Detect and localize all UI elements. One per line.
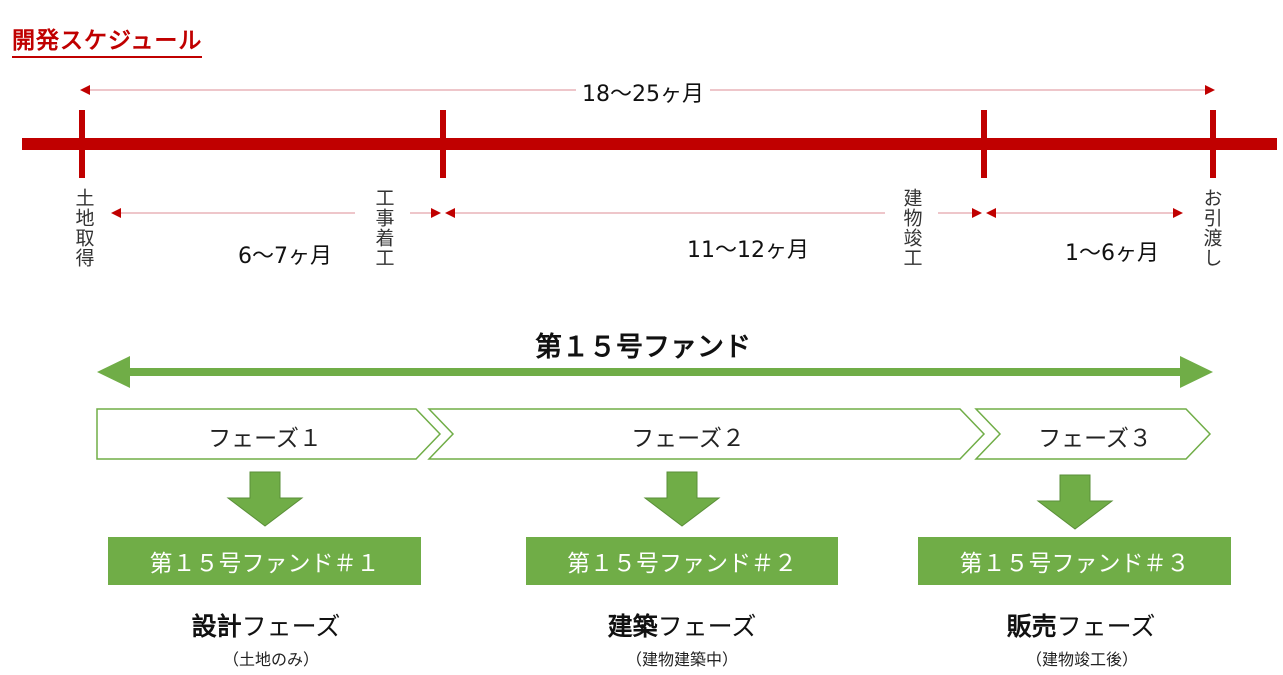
fund-title: 第１５号ファンド (535, 332, 751, 363)
fund-box-3: 第１５号ファンド＃３ (918, 537, 1231, 585)
fund-box-2: 第１５号ファンド＃２ (526, 537, 838, 585)
phase-name-bold: 建築 (607, 612, 658, 641)
timeline-bar (22, 138, 1277, 150)
phase-sub-sales: （建物竣工後） (1025, 650, 1139, 669)
phase-sub-construction: （建物建築中） (625, 650, 739, 669)
milestone-construction-start: 工事着工 (372, 188, 395, 268)
duration-label-3: 1〜6ヶ月 (1059, 235, 1165, 267)
milestone-handover: お引渡し (1200, 188, 1223, 268)
phase-name-design: 設計フェーズ (192, 607, 341, 643)
duration-label-2: 11〜12ヶ月 (681, 232, 815, 264)
milestone-ticks (79, 110, 1216, 178)
fund-box-1: 第１５号ファンド＃１ (108, 537, 421, 585)
page-title: 開発スケジュール (12, 26, 203, 58)
fund-span-arrow (97, 356, 1213, 388)
phase-2-label: フェーズ２ (631, 426, 745, 452)
phase-name-rest: フェーズ (241, 612, 341, 641)
milestone-building-completion: 建物竣工 (900, 188, 923, 268)
phase-1-label: フェーズ１ (208, 426, 322, 452)
phase-chevrons (96, 408, 1212, 460)
total-duration-label: 18〜25ヶ月 (576, 76, 710, 108)
phase-name-sales: 販売フェーズ (1007, 607, 1156, 643)
phase-name-bold: 販売 (1006, 612, 1057, 641)
milestone-land-acquisition: 土地取得 (72, 188, 95, 268)
phase-name-rest: フェーズ (1056, 612, 1156, 641)
phase-name-rest: フェーズ (657, 612, 757, 641)
phase-name-bold: 設計 (191, 612, 242, 641)
phase-name-construction: 建築フェーズ (608, 607, 757, 643)
duration-label-1: 6〜7ヶ月 (232, 238, 338, 270)
down-arrows (226, 471, 1114, 530)
phase-sub-design: （土地のみ） (222, 650, 320, 669)
phase-3-label: フェーズ３ (1038, 426, 1152, 452)
